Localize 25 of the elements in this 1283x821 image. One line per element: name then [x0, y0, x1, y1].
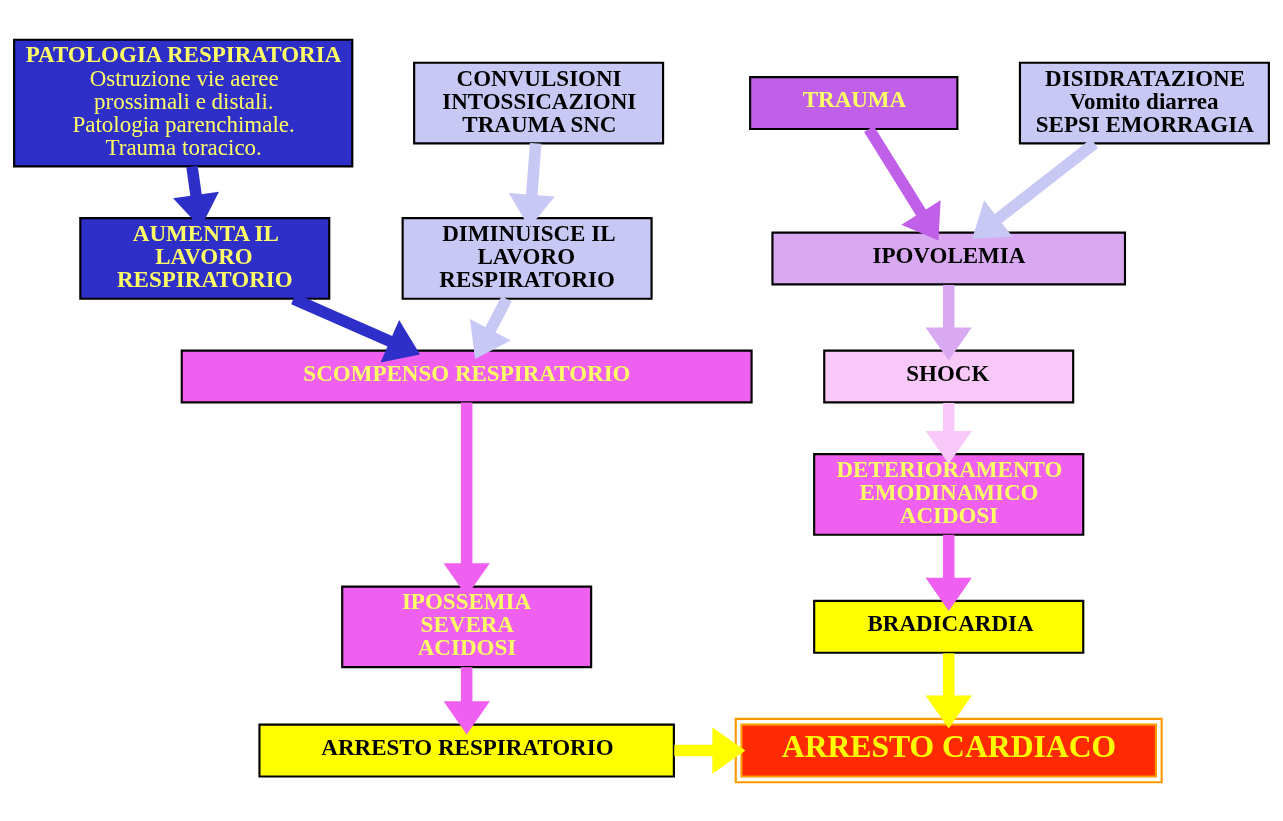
node-box: DISIDRATAZIONE Vomito diarrea SEPSI EMORRAGIA	[1018, 61, 1270, 144]
arrow	[443, 402, 490, 596]
node-box: DIMINUISCE IL LAVORO RESPIRATORIO	[401, 216, 653, 300]
node-box: ARRESTO CARDIACO	[734, 717, 1163, 783]
arrow	[925, 652, 972, 729]
arrow	[508, 142, 555, 228]
node-box: ARRESTO RESPIRATORIO	[258, 723, 675, 778]
arrow	[469, 295, 512, 359]
node-box: IPOSSEMIA SEVERA ACIDOSI	[341, 584, 593, 668]
arrow	[925, 284, 972, 361]
arrow	[925, 534, 972, 611]
arrow	[674, 726, 746, 774]
node-box: BRADICARDIA	[813, 599, 1085, 654]
node-box: AUMENTA IL LAVORO RESPIRATORIO	[79, 216, 331, 300]
node-box: CONVULSIONI INTOSSICAZIONI TRAUMA SNC	[413, 61, 665, 144]
arrow	[864, 125, 941, 241]
arrow	[443, 666, 490, 734]
node-box: PATOLOGIA RESPIRATORIA Ostruzione vie aeree prossimali e distali. Patologia parenchimale. Trauma toracico.	[13, 38, 354, 167]
arrow	[925, 402, 972, 464]
node-box: IPOVOLEMIA	[771, 231, 1127, 285]
node-box: DETERIORAMENTO EMODINAMICO ACIDOSI	[813, 452, 1085, 536]
node-box: SCOMPENSO RESPIRATORIO	[180, 349, 753, 403]
node-box: SHOCK	[823, 349, 1075, 403]
node-box: TRAUMA	[749, 75, 959, 130]
arrow	[173, 165, 219, 228]
